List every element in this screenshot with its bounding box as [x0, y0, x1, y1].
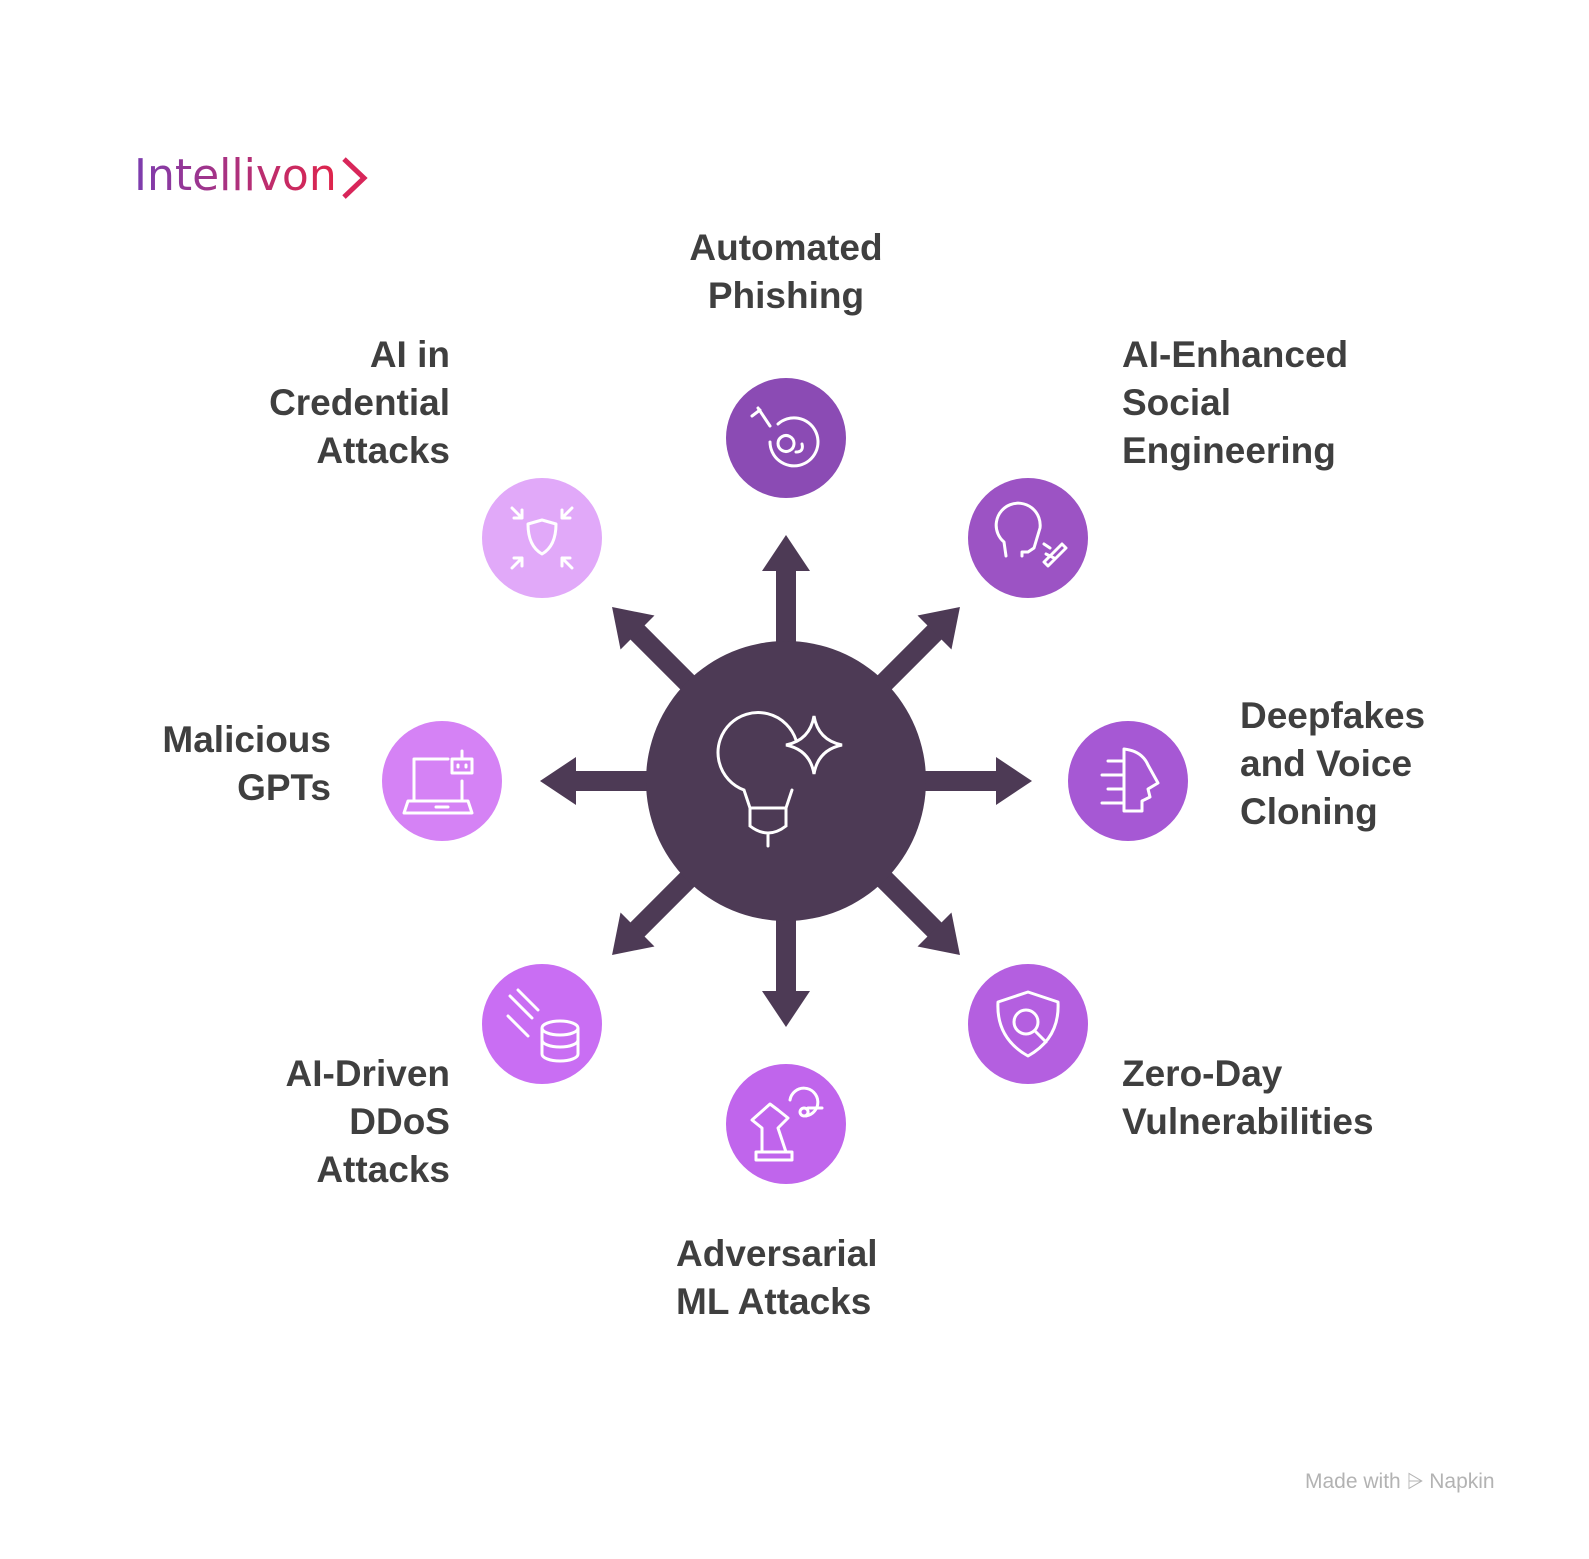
label-ddos: AI-Driven DDoS Attacks — [285, 1053, 450, 1190]
logo-text: Intellivon — [134, 150, 337, 201]
item-node — [382, 721, 502, 841]
item-node — [968, 478, 1088, 598]
label-credential-attacks: AI in Credential Attacks — [269, 334, 450, 471]
item-circle — [726, 1064, 846, 1184]
item-circle — [482, 964, 602, 1084]
label-automated-phishing: Automated Phishing — [689, 227, 883, 316]
footer-brand: Napkin — [1429, 1470, 1495, 1493]
item-node — [726, 1064, 846, 1184]
lightbulb-sparkle-icon — [716, 711, 843, 848]
chess-knight-icon — [750, 1086, 824, 1162]
label-adversarial-ml: Adversarial ML Attacks — [676, 1233, 878, 1322]
shield-search-icon — [996, 990, 1060, 1058]
item-node — [968, 964, 1088, 1084]
label-social-engineering: AI-Enhanced Social Engineering — [1122, 334, 1349, 471]
item-circle — [968, 964, 1088, 1084]
napkin-icon: ⩥ — [1406, 1470, 1424, 1493]
label-deepfakes: Deepfakes and Voice Cloning — [1240, 695, 1426, 832]
logo-chevron-icon — [342, 157, 368, 199]
label-zero-day: Zero-Day Vulnerabilities — [1122, 1053, 1374, 1142]
shield-arrows-icon — [510, 506, 574, 570]
item-node — [726, 378, 846, 498]
made-with-napkin: Made with ⩥ Napkin — [1305, 1470, 1495, 1494]
item-node — [482, 478, 602, 598]
item-node — [482, 964, 602, 1084]
laptop-robot-icon — [402, 749, 474, 815]
digital-face-icon — [1100, 747, 1160, 813]
item-circle — [1068, 721, 1188, 841]
email-bomb-icon — [750, 406, 820, 468]
item-circle — [482, 478, 602, 598]
center-hub — [646, 641, 926, 921]
item-circle — [968, 478, 1088, 598]
database-attack-icon — [506, 988, 580, 1063]
head-speaking-icon — [994, 501, 1068, 568]
item-circle — [726, 378, 846, 498]
item-node — [1068, 721, 1188, 841]
footer-text: Made with — [1305, 1470, 1401, 1493]
label-malicious-gpts: Malicious GPTs — [162, 719, 331, 808]
item-circle — [382, 721, 502, 841]
